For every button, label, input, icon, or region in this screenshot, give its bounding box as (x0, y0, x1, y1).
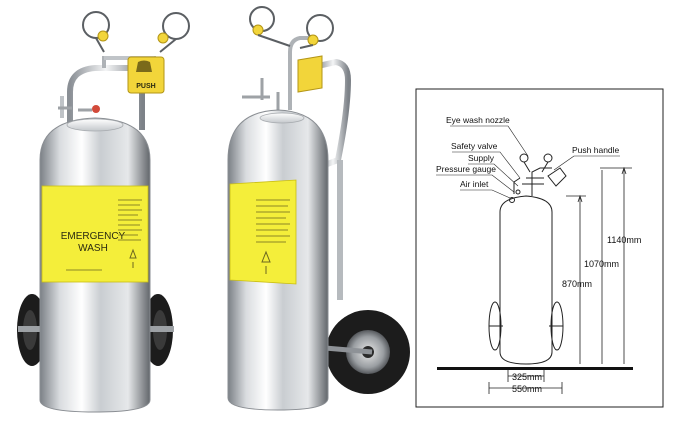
dim-1070mm: 1070mm (584, 259, 619, 269)
nozzle-left-icon (97, 30, 109, 42)
ground-line (437, 367, 633, 370)
nozzle-side-right-icon (307, 34, 319, 46)
nozzle-side-left-icon (252, 24, 264, 36)
callout-eye-wash-nozzle: Eye wash nozzle (446, 115, 510, 125)
dim-line-1140 (600, 167, 632, 364)
safety-valve-icon (92, 105, 100, 113)
emergency-wash-label-side (229, 179, 297, 285)
callout-pressure-gauge: Pressure gauge (436, 164, 496, 174)
emergency-wash-label: EMERGENCY WASH (41, 185, 149, 283)
dim-870mm: 870mm (562, 279, 592, 289)
nozzle-right-icon (157, 32, 169, 44)
dim-550mm: 550mm (512, 384, 542, 394)
unit-side-view (227, 6, 410, 411)
label-line-1: EMERGENCY (61, 231, 126, 242)
push-label: PUSH (136, 83, 155, 90)
dim-line-870 (566, 195, 586, 364)
dim-1140mm: 1140mm (607, 235, 641, 245)
callout-air-inlet: Air inlet (460, 179, 489, 189)
push-plate: PUSH (127, 56, 165, 94)
tank-outline (499, 195, 553, 365)
dim-line-550 (488, 382, 563, 394)
push-plate-side (297, 55, 323, 93)
label-line-2: WASH (78, 243, 108, 254)
callout-push-handle: Push handle (572, 145, 620, 155)
dimension-diagram: Eye wash nozzle Push handle Safety valve… (415, 88, 664, 408)
dim-325mm: 325mm (512, 372, 542, 382)
unit-front-view: PUSH EMERGENCY WASH (17, 11, 190, 413)
callout-supply: Supply (468, 153, 495, 163)
dim-line-325 (507, 370, 545, 382)
callout-safety-valve: Safety valve (451, 141, 498, 151)
diagram-frame (415, 88, 664, 408)
